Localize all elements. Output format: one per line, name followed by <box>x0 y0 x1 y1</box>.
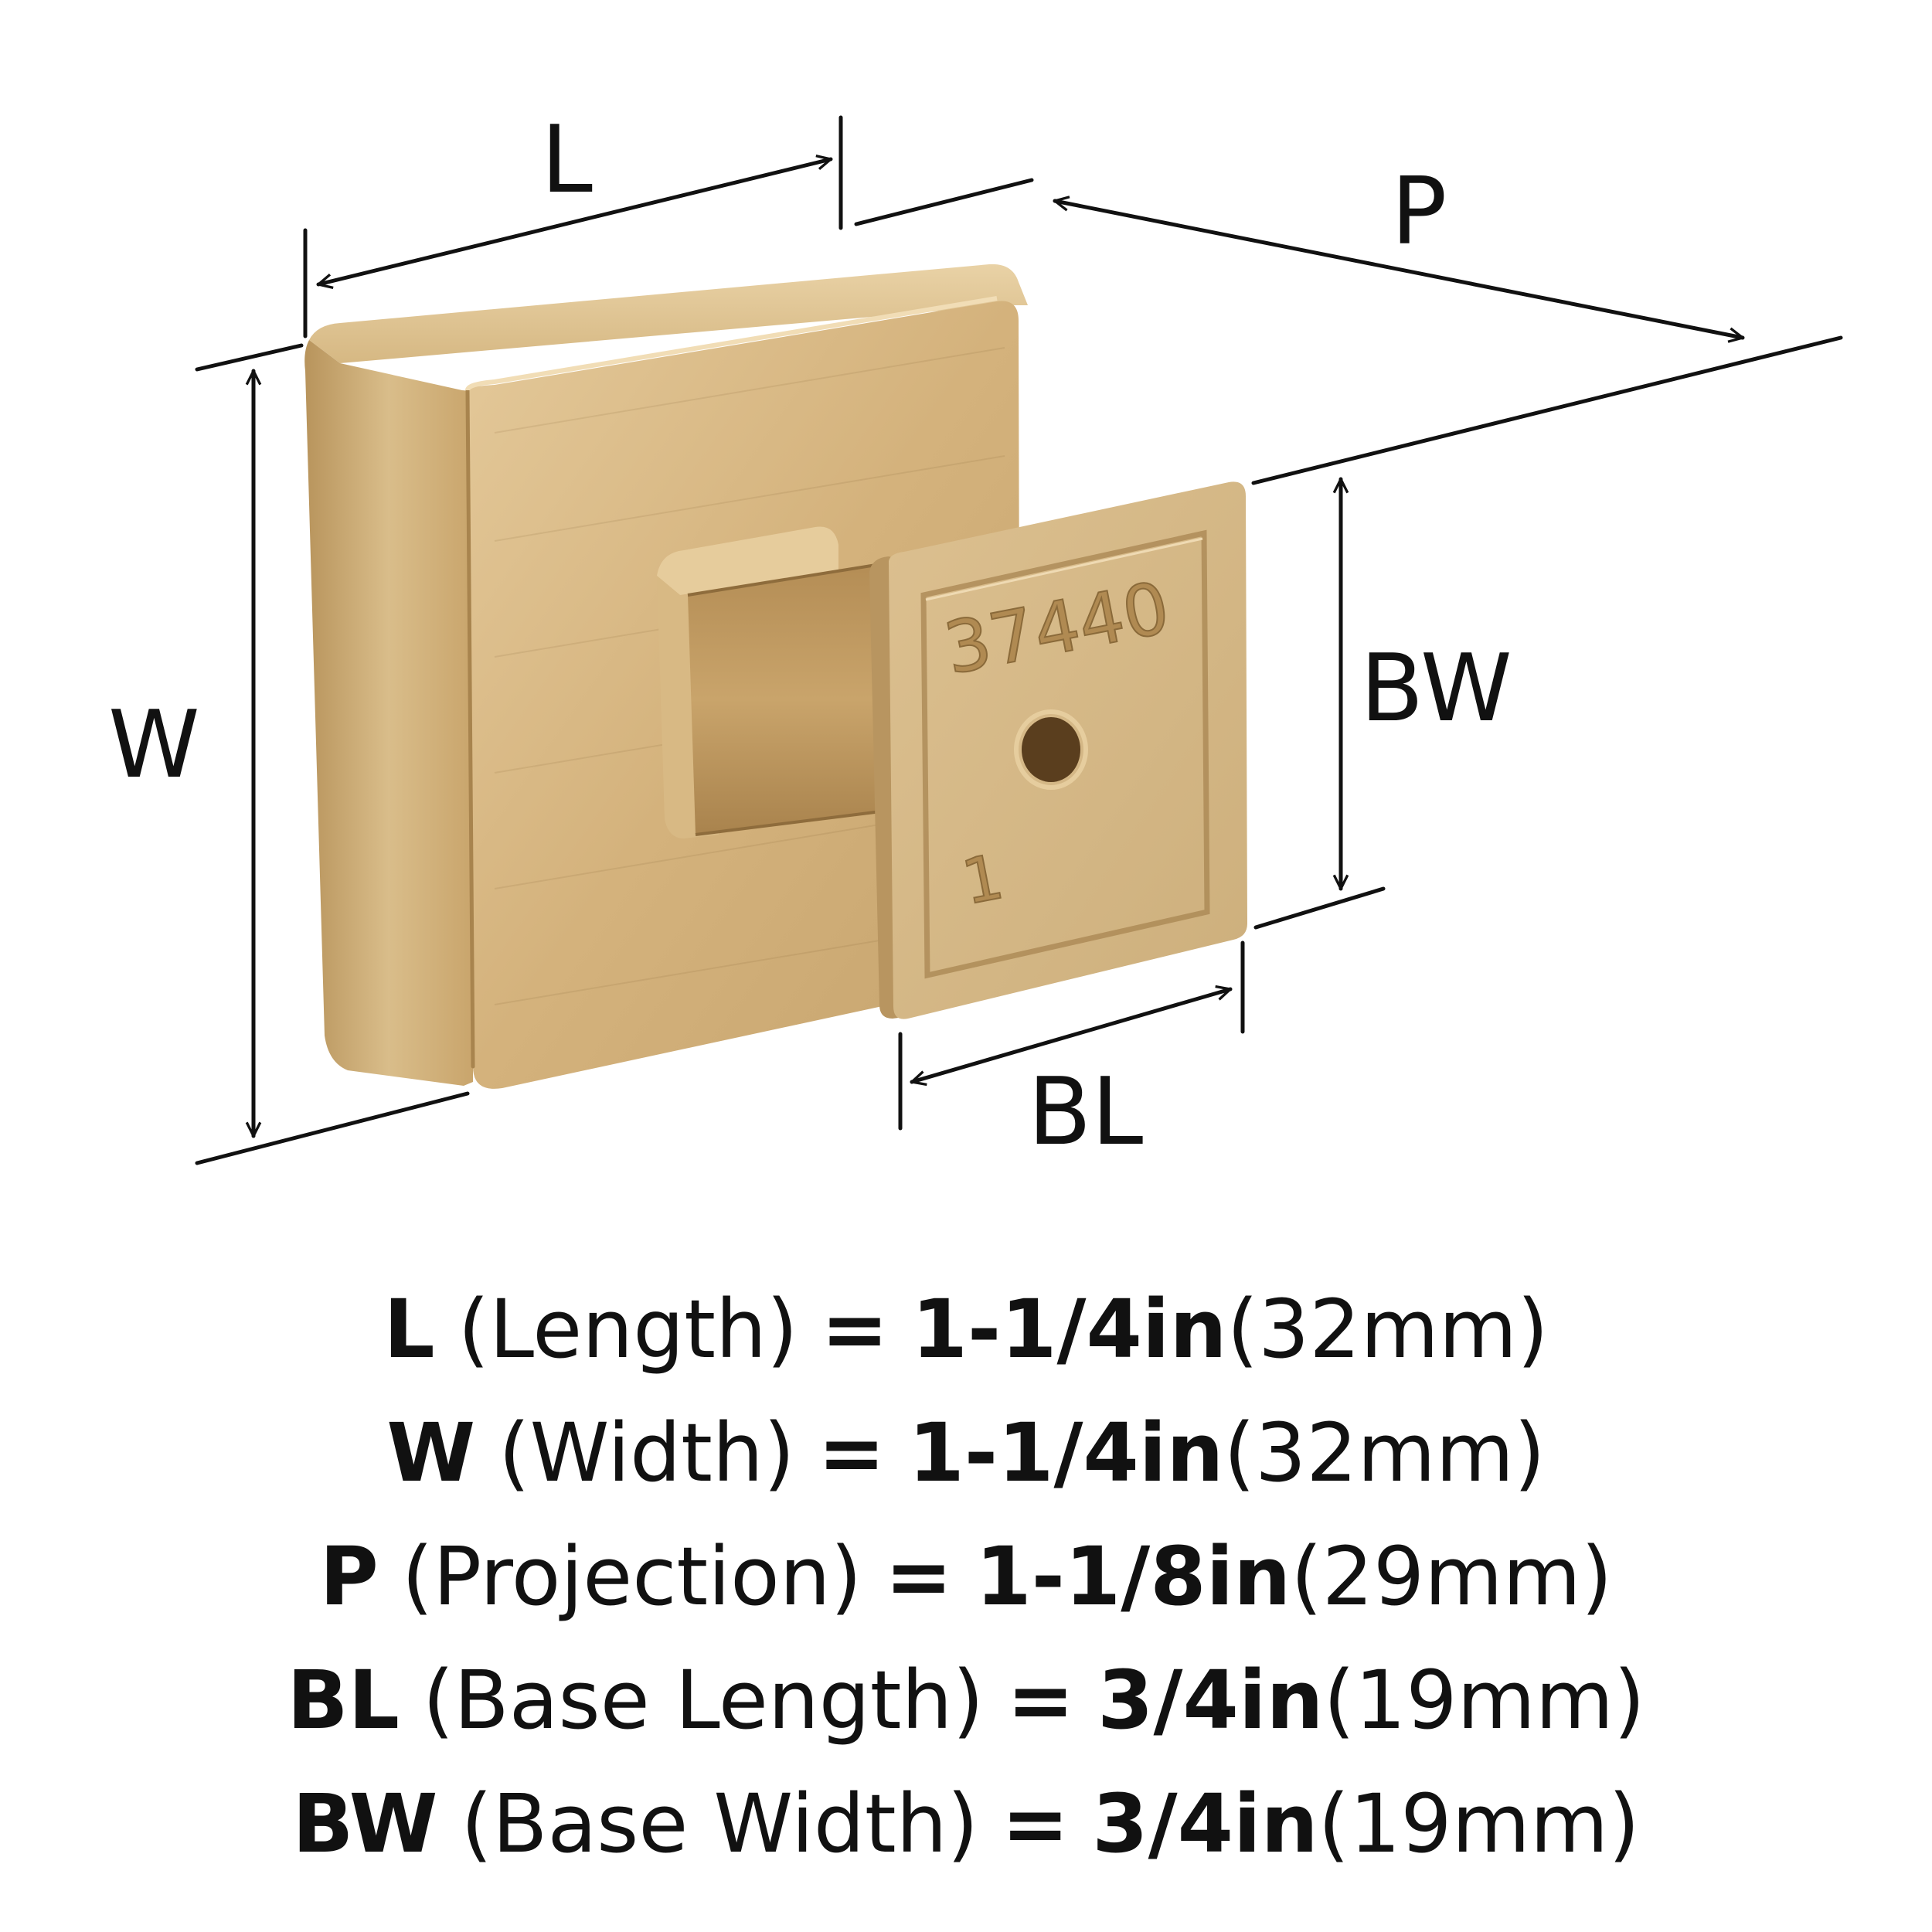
spec-equals: = <box>821 1282 889 1376</box>
product-dimension-diagram: 37440 1 L P W BW BL <box>108 107 1843 1166</box>
dimension-P: P <box>854 158 1843 485</box>
label-P: P <box>1391 158 1447 266</box>
spec-metric: (32mm) <box>1223 1406 1546 1500</box>
dimension-BW: BW <box>1253 477 1512 930</box>
spec-name: (Base Width) <box>461 1777 979 1871</box>
spec-equals: = <box>818 1406 886 1500</box>
spec-metric: (19mm) <box>1323 1653 1645 1747</box>
spec-imperial: 1-1/4in <box>908 1406 1224 1500</box>
spec-equals: = <box>1002 1777 1070 1871</box>
spec-name: (Base Length) <box>422 1653 985 1747</box>
hook-cap: 37440 1 <box>869 481 1247 1019</box>
spec-name: (Length) <box>457 1282 798 1376</box>
dimension-L: L <box>303 107 843 338</box>
spec-imperial: 1-1/4in <box>911 1282 1227 1376</box>
spec-imperial: 1-1/8in <box>975 1529 1291 1624</box>
post-body <box>688 564 881 835</box>
label-L: L <box>541 107 593 214</box>
backplate-left-face <box>304 340 473 1086</box>
spec-abbr: W <box>386 1406 476 1500</box>
spec-abbr: BL <box>287 1653 400 1747</box>
spec-name: (Width) <box>498 1406 795 1500</box>
spec-abbr: BW <box>292 1777 438 1871</box>
label-BL: BL <box>1028 1059 1143 1166</box>
spec-name: (Projection) <box>401 1529 862 1624</box>
spec-metric: (19mm) <box>1318 1777 1640 1871</box>
label-BW: BW <box>1360 635 1512 743</box>
spec-equals: = <box>885 1529 953 1624</box>
spec-metric: (29mm) <box>1291 1529 1613 1624</box>
spec-row-projection: P (Projection) = 1-1/8in (29mm) <box>0 1515 1932 1638</box>
dimension-BL: BL <box>898 940 1245 1166</box>
mounting-hole <box>1022 717 1080 782</box>
spec-imperial: 3/4in <box>1097 1653 1324 1747</box>
dimension-spec-list: L (Length) = 1-1/4in (32mm) W (Width) = … <box>0 1267 1932 1886</box>
spec-row-width: W (Width) = 1-1/4in (32mm) <box>0 1391 1932 1515</box>
spec-abbr: P <box>319 1529 379 1624</box>
spec-metric: (32mm) <box>1226 1282 1549 1376</box>
spec-abbr: L <box>383 1282 435 1376</box>
spec-equals: = <box>1007 1653 1075 1747</box>
spec-imperial: 3/4in <box>1092 1777 1318 1871</box>
dimension-W: W <box>108 343 470 1165</box>
cap-inset-border <box>920 529 1210 979</box>
hook-post <box>657 526 882 838</box>
label-W: W <box>108 692 200 799</box>
spec-row-base-width: BW (Base Width) = 3/4in (19mm) <box>0 1762 1932 1886</box>
spec-row-base-length: BL (Base Length) = 3/4in (19mm) <box>0 1638 1932 1762</box>
backplate-top-face <box>309 264 1028 363</box>
spec-row-length: L (Length) = 1-1/4in (32mm) <box>0 1267 1932 1391</box>
